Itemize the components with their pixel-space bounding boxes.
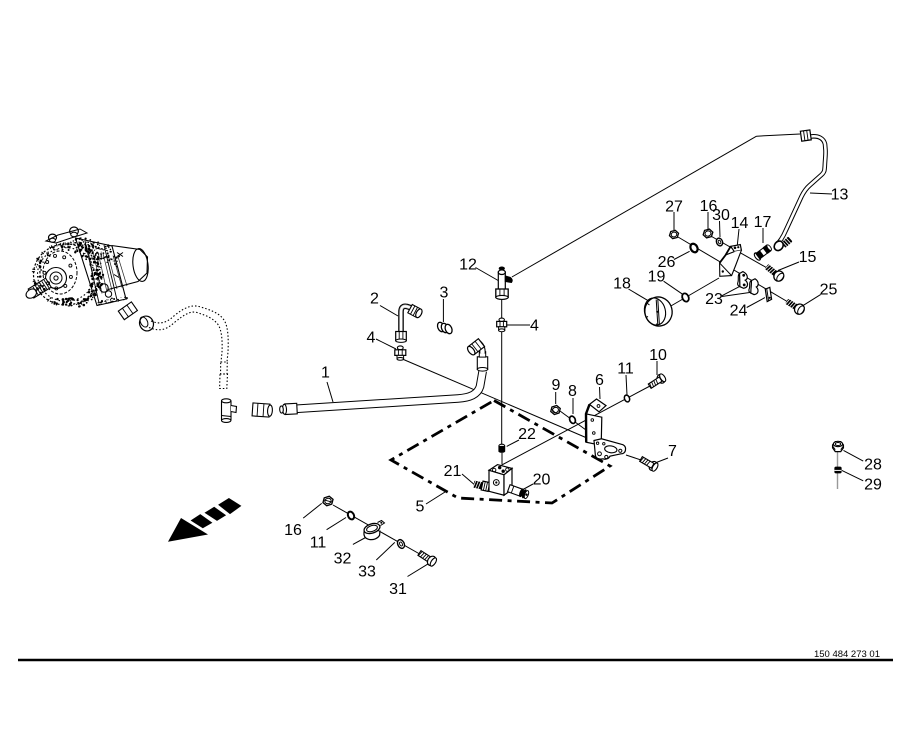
svg-text:28: 28 bbox=[864, 457, 882, 474]
svg-text:12: 12 bbox=[459, 257, 477, 274]
svg-text:30: 30 bbox=[712, 207, 730, 224]
svg-text:1: 1 bbox=[321, 365, 330, 382]
svg-text:15: 15 bbox=[799, 249, 817, 266]
svg-text:33: 33 bbox=[358, 564, 376, 581]
svg-text:11: 11 bbox=[310, 535, 327, 552]
svg-text:16: 16 bbox=[284, 522, 302, 539]
svg-text:6: 6 bbox=[595, 372, 604, 389]
svg-text:24: 24 bbox=[730, 303, 748, 320]
svg-text:29: 29 bbox=[864, 477, 882, 494]
svg-text:25: 25 bbox=[820, 282, 838, 299]
svg-text:22: 22 bbox=[518, 426, 536, 443]
svg-text:14: 14 bbox=[731, 215, 749, 232]
svg-text:8: 8 bbox=[568, 383, 577, 400]
svg-text:5: 5 bbox=[416, 499, 425, 516]
svg-text:17: 17 bbox=[754, 214, 772, 231]
svg-text:7: 7 bbox=[668, 443, 677, 460]
svg-text:19: 19 bbox=[648, 269, 666, 286]
svg-text:4: 4 bbox=[530, 318, 539, 335]
svg-text:4: 4 bbox=[367, 330, 376, 347]
svg-text:9: 9 bbox=[552, 377, 561, 394]
svg-text:11: 11 bbox=[617, 361, 634, 378]
svg-text:18: 18 bbox=[613, 276, 631, 293]
svg-text:10: 10 bbox=[649, 347, 667, 364]
svg-text:31: 31 bbox=[389, 581, 407, 598]
svg-text:13: 13 bbox=[831, 187, 849, 204]
svg-text:20: 20 bbox=[533, 472, 551, 489]
svg-text:2: 2 bbox=[370, 291, 379, 308]
svg-text:23: 23 bbox=[705, 291, 723, 308]
svg-text:26: 26 bbox=[658, 254, 676, 271]
svg-text:27: 27 bbox=[665, 199, 683, 216]
svg-text:21: 21 bbox=[444, 463, 462, 480]
svg-text:32: 32 bbox=[334, 551, 352, 568]
svg-text:150 484 273 01: 150 484 273 01 bbox=[814, 649, 880, 660]
svg-text:16: 16 bbox=[700, 198, 718, 215]
svg-text:3: 3 bbox=[440, 285, 449, 302]
